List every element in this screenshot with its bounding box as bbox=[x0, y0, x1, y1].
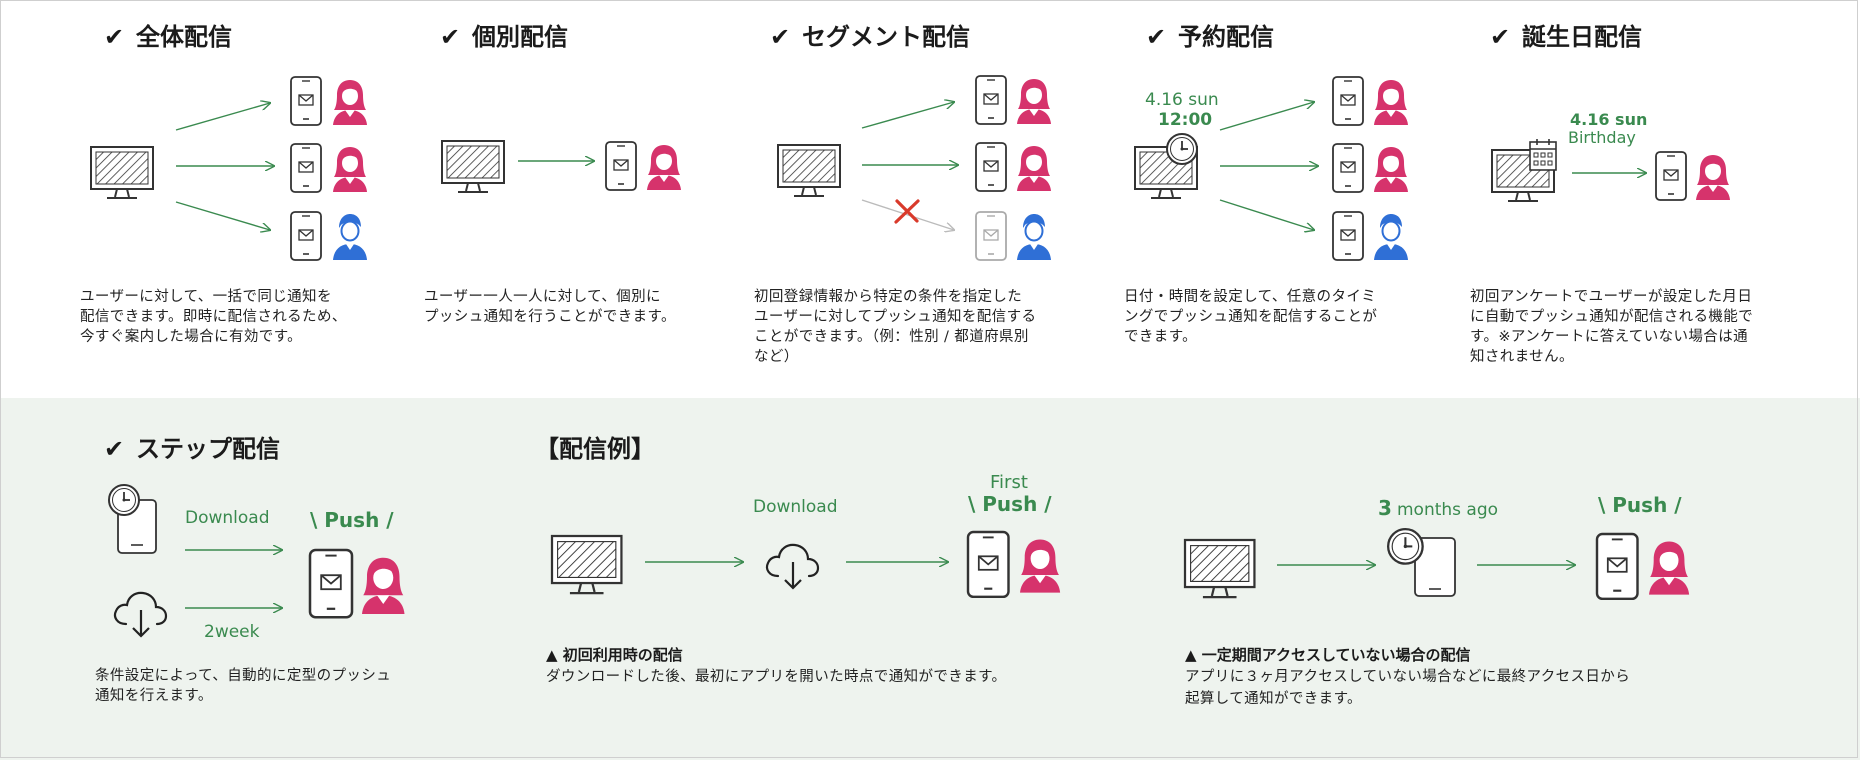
monitor-icon bbox=[550, 534, 623, 595]
birthday-diagram bbox=[1491, 138, 1730, 202]
scheduled-date-label: 4.16 sun bbox=[1145, 90, 1219, 110]
female-user-icon bbox=[1017, 146, 1051, 191]
segment-description: 初回登録情報から特定の条件を指定した ユーザーに対してプッシュ通知を配信する こ… bbox=[754, 289, 1037, 365]
scheduled-time-label: 12:00 bbox=[1158, 110, 1213, 130]
check-icon: ✔ bbox=[1146, 23, 1167, 51]
section-title-individual: ✔個別配信 bbox=[440, 23, 568, 51]
female-user-icon bbox=[333, 80, 367, 125]
section-title-scheduled: ✔予約配信 bbox=[1146, 23, 1274, 51]
phone-icon bbox=[290, 143, 322, 193]
phone-icon bbox=[290, 211, 322, 261]
female-user-icon bbox=[333, 147, 367, 192]
monitor-icon bbox=[441, 140, 505, 193]
phone-icon bbox=[1332, 76, 1364, 126]
step-interval-label: 2week bbox=[204, 622, 260, 642]
phone-icon bbox=[1595, 532, 1639, 601]
first-use-description: ダウンロードした後、最初にアプリを開いた時点で通知ができます。 bbox=[546, 669, 1007, 685]
check-icon: ✔ bbox=[104, 435, 125, 463]
phone-icon bbox=[966, 530, 1010, 599]
first-use-diagram bbox=[550, 530, 1061, 599]
birthday-date-label: 4.16 sun bbox=[1570, 110, 1648, 129]
check-icon: ✔ bbox=[440, 23, 461, 51]
check-icon: ✔ bbox=[104, 23, 125, 51]
phone-icon bbox=[1332, 211, 1364, 261]
step-diagram bbox=[108, 484, 405, 638]
check-icon: ✔ bbox=[1490, 23, 1511, 51]
monitor-icon bbox=[90, 146, 154, 199]
clock-icon bbox=[1166, 133, 1198, 165]
inactive-push-label: \ Push / bbox=[1598, 493, 1682, 517]
female-user-icon bbox=[1649, 541, 1690, 595]
birthday-label: Birthday bbox=[1568, 128, 1636, 147]
scheduled-description: 日付・時間を設定して、任意のタイミ ングでプッシュ通知を配信することが できます… bbox=[1124, 289, 1378, 345]
segment-diagram bbox=[777, 75, 1052, 261]
section-title-step: ✔ステップ配信 bbox=[104, 435, 280, 463]
phone-icon bbox=[605, 141, 637, 191]
female-user-icon bbox=[1017, 79, 1051, 124]
broadcast-diagram bbox=[90, 76, 368, 261]
male-user-icon bbox=[1373, 213, 1409, 261]
phone-icon bbox=[1414, 537, 1456, 597]
cloud-download-icon bbox=[765, 543, 820, 590]
first-use-heading: ▲ 初回利用時の配信 bbox=[546, 646, 683, 664]
female-user-icon bbox=[1020, 539, 1061, 593]
scheduled-diagram bbox=[1134, 76, 1409, 261]
phone-icon bbox=[975, 142, 1007, 192]
phone-icon bbox=[1655, 151, 1687, 201]
calendar-icon bbox=[1529, 138, 1557, 171]
section-title-broadcast: ✔全体配信 bbox=[104, 23, 232, 51]
broadcast-description: ユーザーに対して、一括で同じ通知を 配信できます。即時に配信されるため、 今すぐ… bbox=[80, 289, 347, 345]
inactive-description: アプリに３ヶ月アクセスしていない場合などに最終アクセス日から 起算して通知ができ… bbox=[1185, 669, 1631, 707]
top-panel bbox=[0, 0, 1860, 398]
female-user-icon bbox=[1374, 147, 1408, 192]
clock-icon bbox=[1387, 528, 1424, 565]
section-title-birthday: ✔誕生日配信 bbox=[1490, 23, 1642, 51]
female-user-icon bbox=[647, 145, 681, 190]
step-description: 条件設定によって、自動的に定型のプッシュ 通知を行えます。 bbox=[95, 668, 392, 704]
inactive-months-label: months ago bbox=[1397, 500, 1499, 520]
monitor-icon bbox=[777, 144, 841, 197]
step-download-label: Download bbox=[185, 508, 270, 528]
individual-diagram bbox=[441, 140, 681, 193]
inactive-heading: ▲ 一定期間アクセスしていない場合の配信 bbox=[1185, 646, 1471, 664]
phone-icon bbox=[308, 548, 354, 619]
step-push-label: \ Push / bbox=[310, 508, 394, 532]
cloud-download-icon bbox=[113, 591, 168, 638]
female-user-icon bbox=[1696, 155, 1730, 200]
female-user-icon bbox=[1374, 80, 1408, 125]
first-use-download-label: Download bbox=[753, 497, 838, 517]
examples-title: 【配信例】 bbox=[535, 435, 655, 463]
male-user-icon bbox=[332, 213, 368, 261]
phone-icon bbox=[1332, 143, 1364, 193]
individual-description: ユーザー一人一人に対して、個別に プッシュ通知を行うことができます。 bbox=[424, 289, 676, 325]
phone-icon bbox=[290, 76, 322, 126]
clock-icon bbox=[108, 484, 140, 516]
male-user-icon bbox=[1016, 213, 1052, 261]
first-use-push-label: \ Push / bbox=[968, 492, 1052, 516]
birthday-description: 初回アンケートでユーザーが設定した月日 に自動でプッシュ通知が配信される機能で … bbox=[1470, 289, 1754, 365]
section-title-segment: ✔セグメント配信 bbox=[770, 23, 970, 51]
inactive-diagram bbox=[1183, 528, 1690, 601]
phone-disabled-icon bbox=[975, 211, 1007, 261]
first-use-first-label: First bbox=[990, 472, 1028, 493]
inactive-months-number: 3 bbox=[1378, 496, 1392, 520]
cancel-x-icon bbox=[894, 199, 920, 224]
female-user-icon bbox=[362, 557, 405, 614]
check-icon: ✔ bbox=[770, 23, 791, 51]
monitor-icon bbox=[1183, 538, 1256, 599]
phone-icon bbox=[975, 75, 1007, 125]
